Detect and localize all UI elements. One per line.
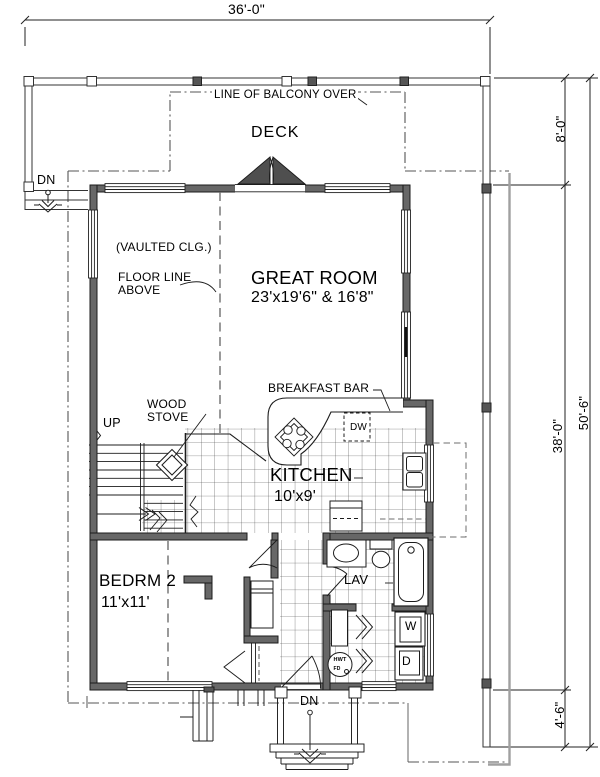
roof-overhang-line [488, 173, 511, 766]
note-floor-line: FLOOR LINE ABOVE [118, 270, 192, 297]
washer-icon [394, 611, 426, 647]
kitchen-fixtures [267, 397, 427, 532]
reference-lines [167, 192, 467, 682]
toilet-icon [369, 539, 393, 569]
vanity-sink-icon [326, 539, 367, 568]
water-heater-icon [327, 652, 353, 677]
laundry-bifold-icon [355, 614, 374, 640]
note-wood-stove: WOOD STOVE [147, 397, 189, 424]
dim-overall-width: 36'-0" [228, 1, 265, 17]
room-deck: DECK [251, 124, 300, 141]
room-bedroom2-size: 11'x11' [101, 594, 150, 611]
note-vaulted: (VAULTED CLG.) [116, 240, 212, 254]
appliance-floor-drain: FD [333, 665, 341, 672]
dim-porch-depth: 4'-6" [551, 701, 567, 729]
appliance-water-heater: HWT [333, 656, 347, 663]
dim-deck-depth: 8'-0" [552, 115, 568, 143]
porch-dn-arrow-icon [294, 709, 326, 764]
appliance-washer: W [405, 619, 417, 633]
room-kitchen: KITCHEN [270, 464, 353, 485]
tile-floor [142, 428, 426, 683]
note-dn-porch: DN [300, 694, 319, 708]
room-bedroom2: BEDRM 2 [99, 571, 176, 590]
steps-below-dash [429, 442, 467, 538]
dryer-icon [394, 646, 424, 681]
windows [88, 183, 434, 692]
appliance-dryer: D [402, 654, 411, 668]
leader-lines [173, 96, 393, 584]
refrigerator-box [329, 500, 363, 532]
dim-main-depth: 38'-0" [549, 418, 565, 454]
note-dn-deck: DN [37, 173, 56, 187]
break-line-icon [189, 495, 199, 528]
dishwasher-box [343, 412, 371, 442]
stair-break-icon [149, 509, 168, 533]
bathtub-icon [393, 537, 429, 607]
deck-railing [23, 76, 492, 748]
partition-line [251, 643, 256, 683]
bath-fixtures [326, 537, 429, 681]
kitchen-sink-icon [402, 452, 427, 491]
dim-overall-depth: 50'-6" [575, 395, 591, 431]
entry-porch [180, 686, 365, 770]
room-great-room-size: 23'x19'6" & 16'8" [251, 289, 374, 306]
closet-shelf [250, 580, 274, 629]
laundry-bifold-icon [355, 648, 374, 674]
rear-door-opening [280, 655, 321, 690]
closet-bifold-icon [223, 650, 246, 684]
staircase [89, 433, 199, 533]
room-lav: LAV [344, 572, 369, 587]
room-kitchen-size: 10'x9' [274, 488, 317, 505]
appliance-dishwasher: DW [350, 422, 368, 433]
note-breakfast-bar: BREAKFAST BAR [268, 381, 370, 395]
room-great-room: GREAT ROOM [251, 267, 378, 288]
deck-dn-arrow-icon [34, 189, 62, 213]
deck-door-opening [235, 156, 307, 193]
french-doors-icon [236, 156, 307, 185]
bedroom-door-icon [248, 539, 278, 569]
cooktop-icon [274, 417, 314, 457]
dimension-lines [20, 15, 598, 752]
shelf-box [331, 609, 348, 647]
hearth-edge [185, 433, 267, 462]
interior-doors [223, 539, 374, 684]
note-up: UP [103, 416, 121, 430]
note-balcony-line: LINE OF BALCONY OVER [212, 89, 359, 102]
door-swing-icon [280, 655, 321, 689]
wood-stove-icon [155, 448, 189, 482]
